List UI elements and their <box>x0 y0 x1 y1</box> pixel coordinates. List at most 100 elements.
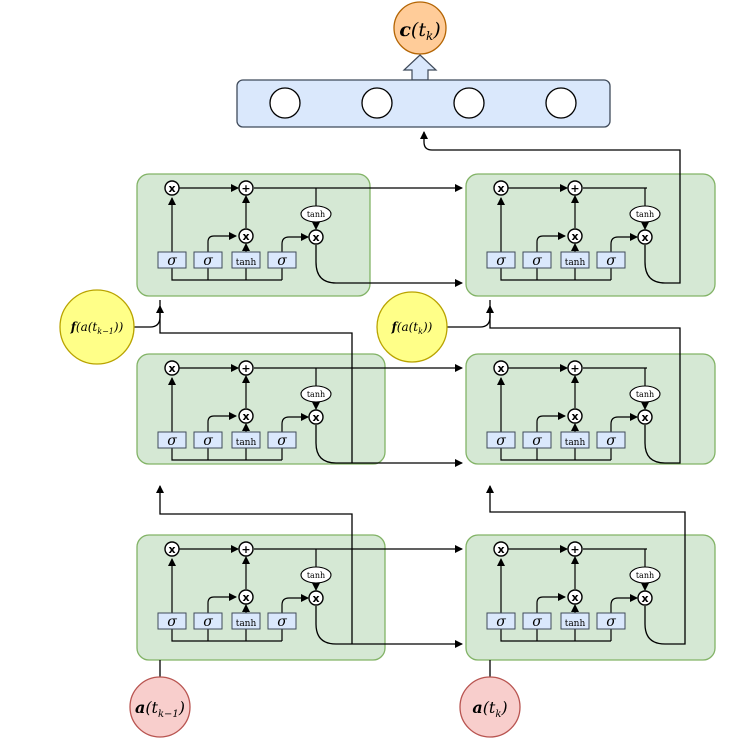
multiply-icon: x <box>238 408 254 424</box>
gate-box <box>231 431 261 449</box>
gate-label: σ <box>167 614 177 630</box>
tanh-ellipse <box>300 205 332 223</box>
tanh-node: tanh <box>629 205 661 223</box>
output-node-sub: k <box>426 29 433 43</box>
tanh-gate: tanh <box>560 431 590 449</box>
op-circle <box>238 408 254 424</box>
gate-box <box>193 431 223 449</box>
output-neuron <box>269 87 301 119</box>
op-symbol: x <box>242 410 249 423</box>
sigma-gate: σ <box>267 431 297 449</box>
op-symbol: x <box>497 362 504 375</box>
gate-inputs <box>171 629 283 642</box>
op-circle <box>567 180 583 196</box>
sigma-gate: σ <box>522 431 552 449</box>
op-symbol: + <box>570 362 579 375</box>
sigma-gate: σ <box>193 431 223 449</box>
cell-wires <box>497 545 649 642</box>
gate-label: σ <box>203 614 213 630</box>
sigma-gate: σ <box>522 251 552 269</box>
gate-label: tanh <box>565 258 586 268</box>
gate-label: σ <box>532 614 542 630</box>
gate-box <box>560 431 590 449</box>
multiply-icon: x <box>238 589 254 605</box>
sigma-gate: σ <box>193 612 223 630</box>
svg-text:c(tk): c(tk) <box>399 19 440 43</box>
multiply-icon: x <box>308 229 324 245</box>
hidden-forward <box>315 245 463 287</box>
op-symbol: x <box>641 411 648 424</box>
tanh-label: tanh <box>307 210 325 219</box>
sigma-gate: σ <box>486 612 516 630</box>
op-circle <box>567 360 583 376</box>
output-node: c(tk) <box>393 1 447 55</box>
gate-label: σ <box>277 253 287 269</box>
gate-label: σ <box>606 433 616 449</box>
gate-label: tanh <box>236 258 257 268</box>
add-icon: + <box>238 180 254 196</box>
sigma-gate: σ <box>596 612 626 630</box>
multiply-icon: x <box>238 228 254 244</box>
gate-box <box>157 251 187 269</box>
output-layer <box>236 79 611 128</box>
op-circle <box>308 409 324 425</box>
input-gate-path <box>536 593 566 613</box>
cell-wires <box>497 184 649 281</box>
output-neuron <box>545 87 577 119</box>
op-symbol: + <box>570 543 579 556</box>
multiply-icon: x <box>493 360 509 376</box>
op-symbol: x <box>242 230 249 243</box>
op-circle <box>567 589 583 605</box>
output-node-base: c <box>399 19 411 41</box>
gate-label: σ <box>496 433 506 449</box>
tanh-gate: tanh <box>560 612 590 630</box>
multiply-icon: x <box>493 180 509 196</box>
gate-box <box>522 612 552 630</box>
op-circle <box>238 589 254 605</box>
multiply-icon: x <box>164 360 180 376</box>
add-icon: + <box>238 541 254 557</box>
input-gate-path <box>536 412 566 432</box>
op-symbol: + <box>570 182 579 195</box>
gate-label: tanh <box>236 438 257 448</box>
gate-box <box>157 431 187 449</box>
gate-box <box>486 431 516 449</box>
gate-label: σ <box>606 614 616 630</box>
add-icon: + <box>567 360 583 376</box>
gate-label: σ <box>203 253 213 269</box>
input-gate-path <box>207 232 237 252</box>
multiply-icon: x <box>308 590 324 606</box>
multiply-icon: x <box>637 590 653 606</box>
sigma-gate: σ <box>596 431 626 449</box>
input-gate-path <box>207 593 237 613</box>
op-symbol: + <box>241 543 250 556</box>
svg-text:f(a(tk)): f(a(tk)) <box>391 320 433 336</box>
cell-wires <box>168 545 320 642</box>
gate-box <box>193 251 223 269</box>
gate-box <box>267 431 297 449</box>
hidden-up <box>486 305 681 464</box>
tanh-label: tanh <box>307 390 325 399</box>
tanh-ellipse <box>300 566 332 584</box>
op-circle <box>493 180 509 196</box>
tanh-gate: tanh <box>231 431 261 449</box>
gate-box <box>231 612 261 630</box>
gate-label: tanh <box>565 619 586 629</box>
tanh-gate: tanh <box>231 251 261 269</box>
op-circle <box>164 541 180 557</box>
tanh-node: tanh <box>300 385 332 403</box>
multiply-icon: x <box>637 229 653 245</box>
sigma-gate: σ <box>267 612 297 630</box>
add-icon: + <box>567 180 583 196</box>
sigma-gate: σ <box>267 251 297 269</box>
op-symbol: x <box>168 543 175 556</box>
gate-label: σ <box>532 433 542 449</box>
hidden-up-output <box>420 131 681 284</box>
gate-label: σ <box>167 253 177 269</box>
op-circle <box>637 409 653 425</box>
input-gate-path <box>536 232 566 252</box>
gate-label: σ <box>532 253 542 269</box>
